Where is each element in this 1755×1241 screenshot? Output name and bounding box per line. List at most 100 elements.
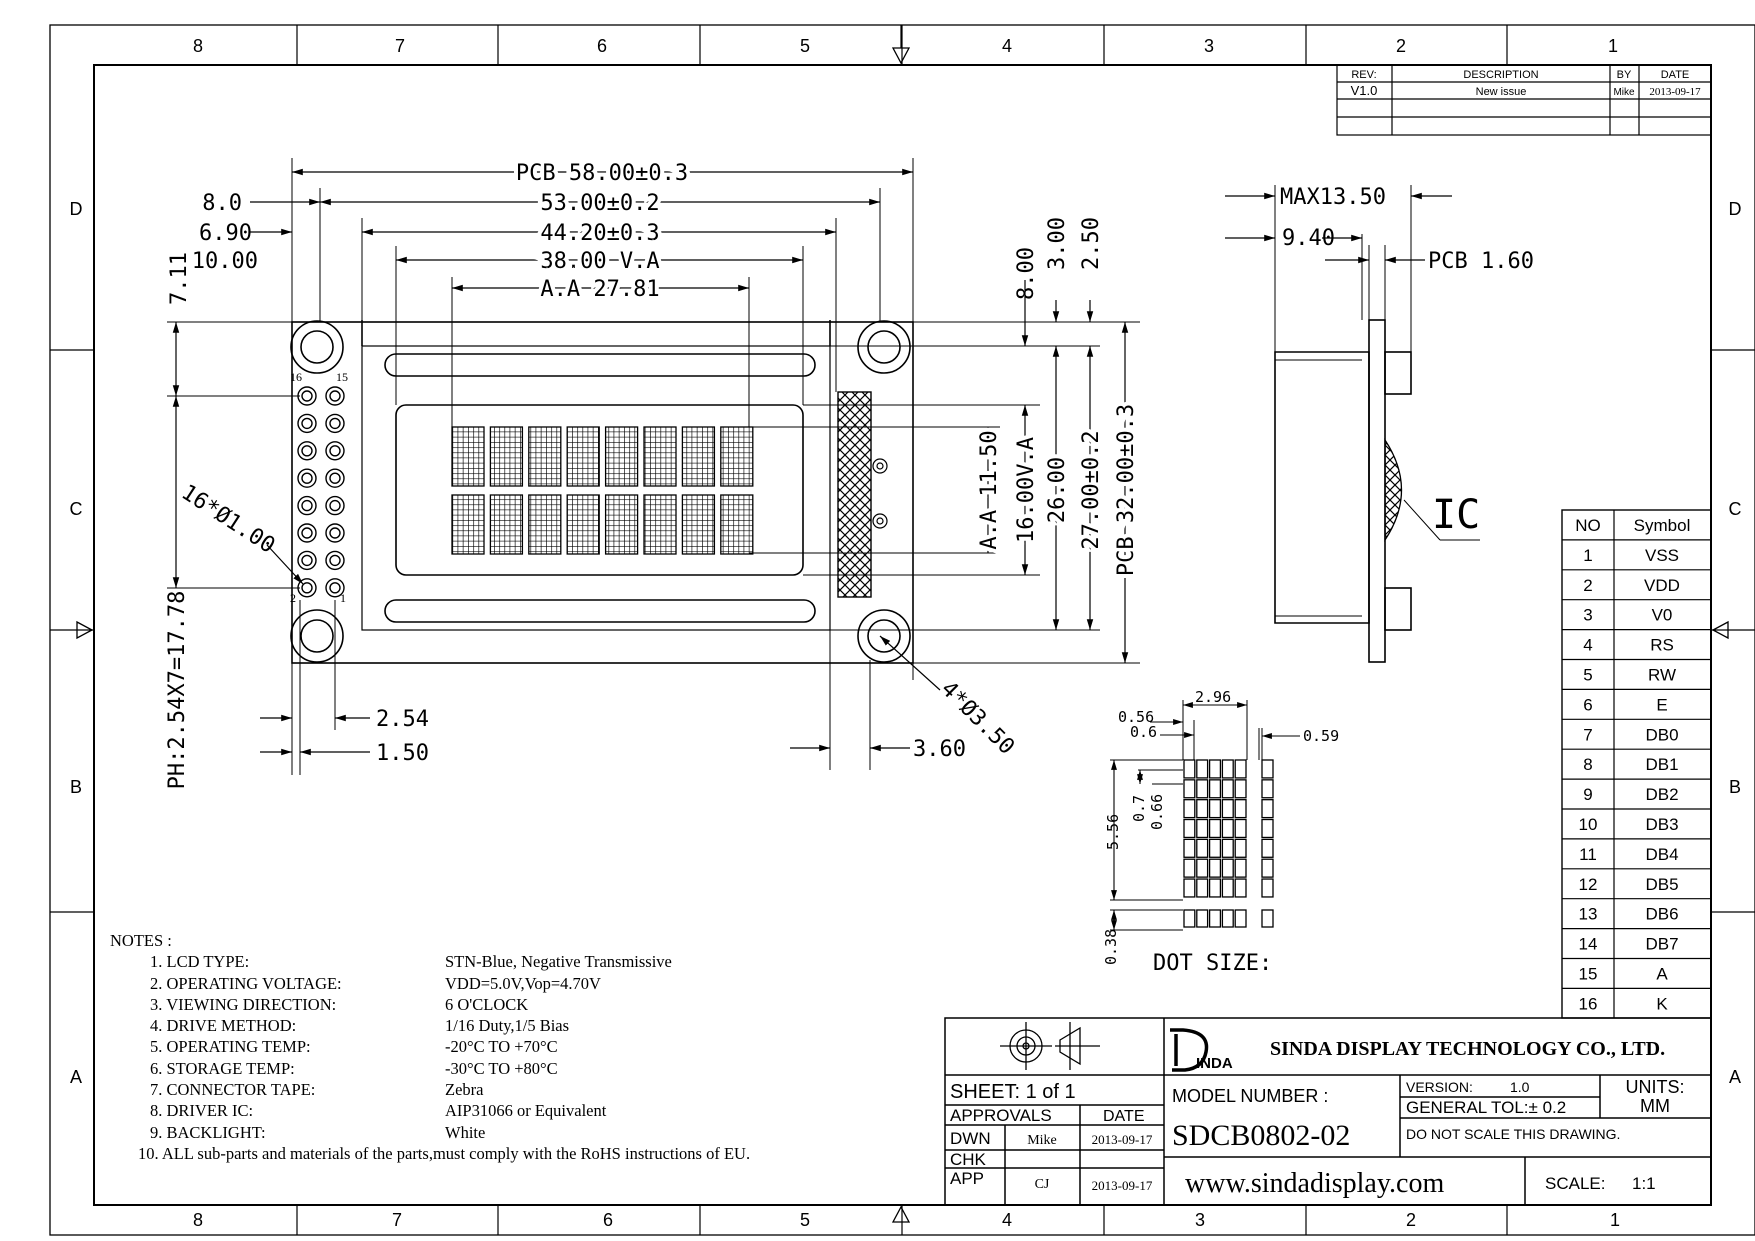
drawing-frame (49, 24, 1755, 1236)
pinout-header: Symbol (1634, 516, 1691, 535)
pin-pad (325, 550, 345, 571)
pin-label: 2 (290, 591, 296, 605)
col-label: 3 (1195, 1210, 1205, 1230)
pinout-no: 1 (1583, 546, 1592, 565)
row-label: B (1729, 777, 1741, 797)
pin-pad (297, 495, 317, 516)
app-date: 2013-09-17 (1092, 1178, 1153, 1193)
dim-aa-h: A.A 11.50 (977, 430, 1002, 549)
col-label: 6 (603, 1210, 613, 1230)
char-cell (720, 494, 754, 555)
dim-pcb-h: PCB 32.00±0.3 (1114, 404, 1139, 576)
note-row: 9. BACKLIGHT:White (110, 1122, 930, 1143)
dot (1196, 759, 1209, 779)
pinout-symbol: DB4 (1645, 845, 1678, 864)
dot (1221, 759, 1234, 779)
col-label: 2 (1406, 1210, 1416, 1230)
pinout-header: NO (1575, 516, 1601, 535)
note-label: 3. VIEWING DIRECTION: (150, 994, 337, 1014)
dim-0-6: 0.6 (1130, 723, 1157, 741)
pinout-no: 11 (1579, 845, 1597, 864)
dim-3-00: 3.00 (1045, 217, 1070, 270)
pin-header (297, 386, 345, 598)
note-label: 4. DRIVE METHOD: (150, 1016, 297, 1036)
char-cell (566, 426, 600, 487)
units-value: MM (1640, 1096, 1670, 1116)
dot (1196, 878, 1209, 898)
scale-value: 1:1 (1632, 1174, 1656, 1193)
dwn-label: DWN (950, 1129, 991, 1148)
note-value: VDD=5.0V,Vop=4.70V (445, 973, 601, 993)
pinout-no: 10 (1579, 815, 1598, 834)
pin-label: 1 (340, 591, 346, 605)
pin-hole (329, 554, 341, 567)
note-row: 10. ALL sub-parts and materials of the p… (110, 1143, 930, 1164)
pinout-no: 8 (1583, 755, 1592, 774)
note-value: -20°C TO +70°C (445, 1037, 558, 1057)
dim-5-56: 5.56 (1104, 814, 1122, 850)
front-view: PCB 58.00±0.3 53.00±0.2 44.20±0.3 38.00 … (165, 157, 1143, 790)
note-value: -30°C TO +80°C (445, 1058, 558, 1078)
dot (1196, 779, 1209, 799)
dim-8-00: 8.00 (1014, 247, 1039, 300)
pin-pad (297, 441, 317, 461)
dim-pcb-thickness: PCB 1.60 (1428, 249, 1534, 274)
col-label: 2 (1396, 36, 1406, 56)
note-value: STN-Blue, Negative Transmissive (445, 952, 672, 972)
dot (1183, 818, 1196, 839)
col-label: 4 (1002, 1210, 1012, 1230)
rev-header: DESCRIPTION (1463, 69, 1538, 81)
row-label: A (70, 1067, 82, 1087)
app-label: APP (950, 1169, 984, 1188)
pin-hole (301, 554, 313, 567)
note-row: 4. DRIVE METHOD:1/16 Duty,1/5 Bias (110, 1015, 930, 1036)
dot (1196, 909, 1209, 928)
ic-label: IC (1432, 492, 1480, 538)
units-label: UNITS: (1625, 1077, 1684, 1097)
dot (1234, 909, 1247, 928)
row-label: A (1729, 1067, 1741, 1087)
row-label: C (70, 499, 83, 519)
dot-size-title: DOT SIZE: (1153, 951, 1272, 976)
dot (1208, 858, 1222, 878)
date-header: DATE (1103, 1108, 1144, 1125)
dot (1234, 878, 1247, 898)
pin-pad (325, 413, 345, 434)
pinout-symbol: V0 (1652, 606, 1673, 625)
dot (1221, 818, 1234, 839)
pin-pad (297, 550, 317, 571)
zebra-connector (837, 391, 872, 598)
mount-hole (290, 320, 344, 374)
note-row: 5. OPERATING TEMP:-20°C TO +70°C (110, 1036, 930, 1057)
dim-pcb-width: PCB 58.00±0.3 (516, 161, 688, 186)
col-label: 5 (800, 1210, 810, 1230)
pcb-outline (291, 321, 914, 664)
dim-va: 38.00 V.A (540, 249, 659, 274)
pin-hole (329, 527, 341, 539)
dot (1208, 779, 1222, 799)
note-last: 10. ALL sub-parts and materials of the p… (138, 1143, 751, 1163)
note-row: 7. CONNECTOR TAPE:Zebra (110, 1079, 930, 1100)
chk-label: CHK (950, 1150, 987, 1169)
rev-cell: 2013-09-17 (1649, 86, 1701, 98)
dot (1234, 858, 1247, 878)
pinout-no: 6 (1583, 695, 1592, 714)
dim-bezel-h: 27.00±0.2 (1079, 430, 1104, 549)
dot (1208, 909, 1222, 928)
dot (1196, 799, 1209, 819)
dim-0-56: 0.56 (1118, 708, 1154, 726)
char-cell (566, 494, 600, 555)
note-value: AIP31066 or Equivalent (445, 1101, 607, 1121)
logo-text: INDA (1196, 1055, 1233, 1072)
character-cells (451, 426, 754, 555)
website: www.sindadisplay.com (1185, 1168, 1444, 1199)
dot (1183, 759, 1196, 779)
dim-8-0: 8.0 (202, 191, 242, 216)
dim-0-59: 0.59 (1303, 727, 1339, 745)
dim-va-h: 16.00V.A (1014, 437, 1039, 543)
dim-pin-span: PH:2.54X7=17.78 (165, 591, 190, 790)
pinout-no: 2 (1583, 576, 1592, 595)
rev-header: DATE (1661, 69, 1690, 81)
pinout-symbol: VDD (1644, 576, 1680, 595)
